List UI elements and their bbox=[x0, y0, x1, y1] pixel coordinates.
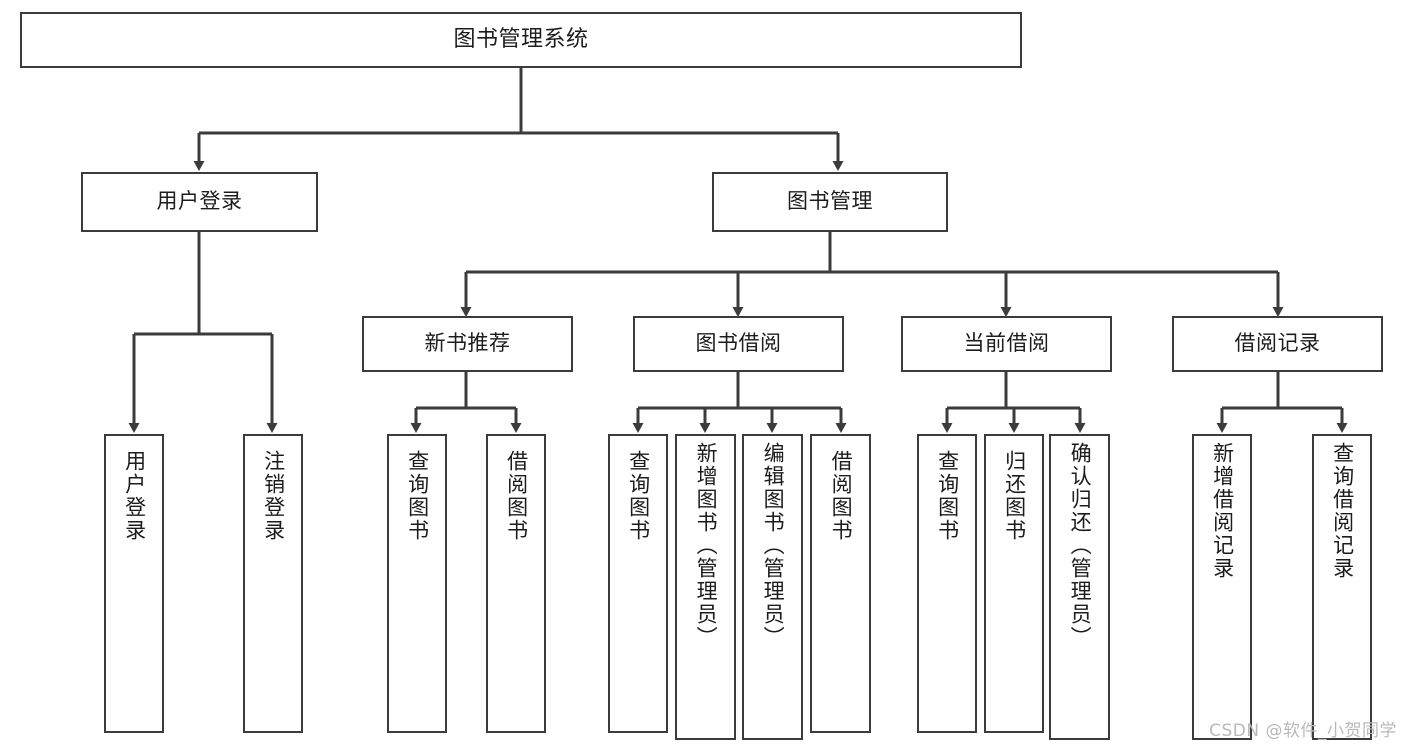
node-label: 查询图书 bbox=[405, 450, 430, 542]
node-borrow-records[interactable]: 借阅记录 bbox=[1172, 316, 1383, 372]
leaf-user-login[interactable]: 用户登录 bbox=[104, 434, 164, 733]
node-label: 确认归还（管理员） bbox=[1068, 442, 1093, 649]
leaf-return-book[interactable]: 归还图书 bbox=[984, 434, 1044, 733]
node-label: 用户登录 bbox=[156, 189, 243, 214]
node-label: 编辑图书（管理员） bbox=[761, 442, 786, 649]
leaf-borrow-book[interactable]: 借阅图书 bbox=[810, 434, 871, 733]
leaf-logout[interactable]: 注销登录 bbox=[243, 434, 303, 733]
node-label: 新增借阅记录 bbox=[1210, 442, 1235, 580]
node-label: 图书管理系统 bbox=[453, 26, 589, 52]
node-label: 查询图书 bbox=[626, 450, 651, 542]
node-label: 查询借阅记录 bbox=[1330, 442, 1355, 580]
node-label: 注销登录 bbox=[261, 450, 286, 542]
node-label: 借阅图书 bbox=[829, 450, 854, 542]
node-new-book-recommend[interactable]: 新书推荐 bbox=[362, 316, 573, 372]
node-label: 当前借阅 bbox=[963, 331, 1050, 356]
node-root-system[interactable]: 图书管理系统 bbox=[20, 12, 1022, 68]
node-current-borrow[interactable]: 当前借阅 bbox=[901, 316, 1112, 372]
leaf-query-borrow-record[interactable]: 查询借阅记录 bbox=[1312, 434, 1372, 740]
leaf-add-borrow-record[interactable]: 新增借阅记录 bbox=[1192, 434, 1252, 740]
node-user-login[interactable]: 用户登录 bbox=[81, 172, 318, 232]
leaf-confirm-return-admin[interactable]: 确认归还（管理员） bbox=[1049, 434, 1110, 740]
leaf-query-book-borrow[interactable]: 查询图书 bbox=[608, 434, 668, 733]
node-book-borrow[interactable]: 图书借阅 bbox=[633, 316, 844, 372]
node-label: 图书借阅 bbox=[695, 331, 782, 356]
watermark: CSDN @软件_小贺同学 bbox=[1209, 721, 1397, 741]
node-label: 归还图书 bbox=[1002, 450, 1027, 542]
node-label: 新增图书（管理员） bbox=[694, 442, 719, 649]
leaf-edit-book-admin[interactable]: 编辑图书（管理员） bbox=[742, 434, 803, 740]
leaf-add-book-admin[interactable]: 新增图书（管理员） bbox=[675, 434, 736, 740]
node-label: 新书推荐 bbox=[424, 331, 511, 356]
node-book-management[interactable]: 图书管理 bbox=[712, 172, 948, 232]
node-label: 用户登录 bbox=[122, 450, 147, 542]
node-label: 借阅记录 bbox=[1234, 331, 1321, 356]
node-label: 图书管理 bbox=[787, 189, 873, 214]
leaf-borrow-book-recommend[interactable]: 借阅图书 bbox=[486, 434, 546, 733]
node-label: 查询图书 bbox=[935, 450, 960, 542]
node-label: 借阅图书 bbox=[504, 450, 529, 542]
leaf-query-book-current[interactable]: 查询图书 bbox=[917, 434, 977, 733]
leaf-query-book-recommend[interactable]: 查询图书 bbox=[387, 434, 447, 733]
